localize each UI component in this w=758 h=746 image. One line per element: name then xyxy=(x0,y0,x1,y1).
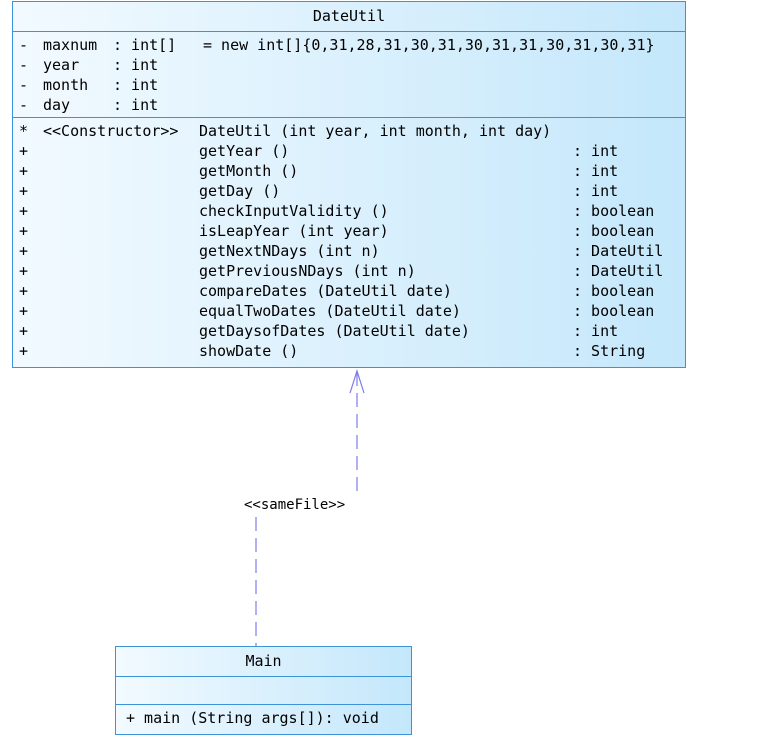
attribute-visibility: - xyxy=(19,76,29,94)
operation-visibility: + xyxy=(19,142,29,160)
operation-visibility: + xyxy=(19,242,29,260)
operation-row[interactable]: + compareDates (DateUtil date) : boolean xyxy=(13,281,685,301)
operation-signature: getYear () xyxy=(199,142,290,160)
dependency-stereotype: <<sameFile>> xyxy=(244,497,346,513)
operation-return-type: : DateUtil xyxy=(573,242,664,260)
operation-signature: equalTwoDates (DateUtil date) xyxy=(199,302,461,320)
operation-signature: showDate () xyxy=(199,342,299,360)
dependency-arrowhead xyxy=(349,369,365,394)
attribute-type: : int[] xyxy=(113,36,177,54)
attribute-row[interactable]: -maxnum : int[] = new int[]{0,31,28,31,30,… xyxy=(13,35,685,55)
operation-signature: getPreviousNDays (int n) xyxy=(199,262,416,280)
attributes-compartment: -maxnum: int[]= new int[]{0,31,28,31,30,… xyxy=(13,32,685,118)
operation-return-type: : boolean xyxy=(573,282,655,300)
attribute-name: month xyxy=(43,76,89,94)
attribute-default-value: = new int[]{0,31,28,31,30,31,30,31,31,30… xyxy=(203,36,655,54)
operation-visibility: + xyxy=(19,182,29,200)
operation-visibility: + xyxy=(19,262,29,280)
operations-compartment: * <<Constructor>> DateUtil (int year, int … xyxy=(13,118,685,363)
operation-row[interactable]: * <<Constructor>> DateUtil (int year, int … xyxy=(13,121,685,141)
attribute-name: year xyxy=(43,56,80,74)
operation-signature: DateUtil (int year, int month, int day) xyxy=(199,122,552,140)
operation-signature: getDay () xyxy=(199,182,281,200)
operation-row[interactable]: + getMonth () : int xyxy=(13,161,685,181)
operation-signature: isLeapYear (int year) xyxy=(199,222,389,240)
operation-row[interactable]: + getDay () : int xyxy=(13,181,685,201)
attribute-visibility: - xyxy=(19,36,29,54)
operation-return-type: : boolean xyxy=(573,202,655,220)
operation-visibility: + xyxy=(19,202,29,220)
operation-visibility: + xyxy=(19,302,29,320)
operation-visibility: + xyxy=(19,342,29,360)
operation-row[interactable]: + checkInputValidity () : boolean xyxy=(13,201,685,221)
operation-visibility: + xyxy=(19,322,29,340)
attribute-type: : int xyxy=(113,56,159,74)
attribute-visibility: - xyxy=(19,56,29,74)
operation-return-type: : boolean xyxy=(573,222,655,240)
operation-row[interactable]: + getPreviousNDays (int n) : DateUtil xyxy=(13,261,685,281)
operation-return-type: : int xyxy=(573,142,619,160)
operation-signature: getDaysofDates (DateUtil date) xyxy=(199,322,470,340)
attribute-name: day xyxy=(43,96,71,114)
class-dateutil[interactable]: DateUtil -maxnum: int[]= new int[]{0,31,… xyxy=(12,1,686,368)
operation-signature: compareDates (DateUtil date) xyxy=(199,282,452,300)
operation-return-type: : int xyxy=(573,182,619,200)
attribute-type: : int xyxy=(113,76,159,94)
attribute-name: maxnum xyxy=(43,36,98,54)
operation-visibility: + xyxy=(19,162,29,180)
operation-visibility: + xyxy=(19,222,29,240)
operation-visibility: * xyxy=(19,122,29,140)
operation-signature: checkInputValidity () xyxy=(199,202,389,220)
operation-return-type: : DateUtil xyxy=(573,262,664,280)
operation-stereotype: <<Constructor>> xyxy=(43,122,179,140)
class-name: Main xyxy=(116,647,411,677)
attribute-row[interactable]: -day : int xyxy=(13,95,685,115)
operation-row[interactable]: + main (String args[]): void xyxy=(126,709,379,727)
operations-compartment: + main (String args[]): void xyxy=(116,705,411,728)
operation-return-type: : int xyxy=(573,162,619,180)
operation-row[interactable]: + equalTwoDates (DateUtil date) : boolean xyxy=(13,301,685,321)
operation-row[interactable]: + getNextNDays (int n) : DateUtil xyxy=(13,241,685,261)
attribute-row[interactable]: -year : int xyxy=(13,55,685,75)
attribute-type: : int xyxy=(113,96,159,114)
class-name: DateUtil xyxy=(13,2,685,32)
operation-return-type: : boolean xyxy=(573,302,655,320)
operation-signature: getNextNDays (int n) xyxy=(199,242,380,260)
operation-return-type: : int xyxy=(573,322,619,340)
attributes-compartment xyxy=(116,677,411,705)
class-main[interactable]: Main + main (String args[]): void xyxy=(115,646,412,735)
operation-return-type: : String xyxy=(573,342,646,360)
operation-visibility: + xyxy=(19,282,29,300)
operation-row[interactable]: + isLeapYear (int year) : boolean xyxy=(13,221,685,241)
operation-row[interactable]: + getDaysofDates (DateUtil date) : int xyxy=(13,321,685,341)
attribute-visibility: - xyxy=(19,96,29,114)
attribute-row[interactable]: -month : int xyxy=(13,75,685,95)
operation-row[interactable]: + showDate () : String xyxy=(13,341,685,361)
operation-row[interactable]: + getYear () : int xyxy=(13,141,685,161)
operation-signature: getMonth () xyxy=(199,162,299,180)
